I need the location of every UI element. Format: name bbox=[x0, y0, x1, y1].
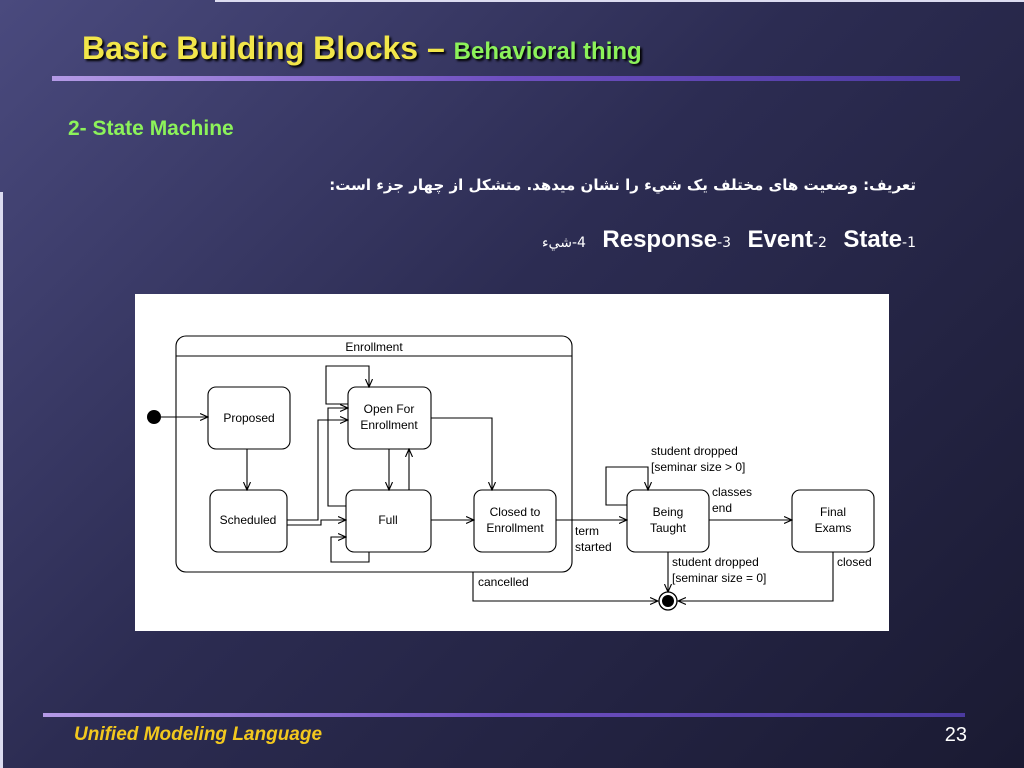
composite-label: Enrollment bbox=[345, 340, 403, 354]
label-full: Full bbox=[378, 513, 397, 527]
component-number: 4- bbox=[571, 235, 586, 251]
label-classes-end-2: end bbox=[712, 501, 732, 515]
page-number: 23 bbox=[944, 724, 967, 746]
label-closed-line2: Enrollment bbox=[486, 521, 544, 535]
top-border-line bbox=[215, 0, 1024, 2]
label-dropped-eq-1: student dropped bbox=[672, 555, 759, 569]
transition-full-self bbox=[330, 537, 370, 563]
definition-text: تعریف: وضعیت های مختلف یک شيء را نشان می… bbox=[329, 176, 916, 194]
component-list: 1-State 2-Event 3-Response 4-شيء bbox=[530, 226, 916, 254]
label-cancelled: cancelled bbox=[478, 575, 529, 589]
label-scheduled: Scheduled bbox=[220, 513, 277, 527]
initial-state-node bbox=[147, 410, 161, 424]
transition-full-to-open-loop bbox=[327, 408, 348, 507]
slide-title-sub: Behavioral thing bbox=[453, 38, 642, 65]
transition-closed bbox=[678, 552, 834, 601]
component-number: 2- bbox=[812, 235, 827, 251]
title-divider bbox=[52, 76, 960, 81]
component-item-event: 2-Event bbox=[748, 226, 827, 254]
component-item-response: 3-Response bbox=[602, 226, 731, 254]
transition-scheduled-open bbox=[287, 420, 348, 521]
diagram-canvas: Enrollment Proposed Scheduled Open For E… bbox=[147, 335, 875, 611]
label-final-line1: Final bbox=[820, 505, 846, 519]
component-number: 3- bbox=[717, 235, 732, 251]
label-dropped-gt-2: [seminar size > 0] bbox=[651, 460, 745, 474]
label-closed: closed bbox=[837, 555, 872, 569]
slide-title-main: Basic Building Blocks – bbox=[82, 30, 454, 66]
component-label: State bbox=[843, 226, 903, 253]
transition-scheduled-full bbox=[287, 520, 346, 526]
enrollment-composite-state bbox=[175, 335, 573, 573]
label-term-started-1: term bbox=[575, 524, 599, 538]
footer-divider bbox=[43, 713, 965, 717]
component-item-state: 1-State bbox=[843, 226, 916, 254]
label-open-line1: Open For bbox=[364, 402, 415, 416]
label-open-line2: Enrollment bbox=[360, 418, 418, 432]
component-label: Response bbox=[602, 226, 718, 253]
label-term-started-2: started bbox=[575, 540, 612, 554]
label-taught-line1: Being bbox=[653, 505, 684, 519]
final-state-core bbox=[662, 595, 674, 607]
label-final-line2: Exams bbox=[815, 521, 852, 535]
label-dropped-gt-1: student dropped bbox=[651, 444, 738, 458]
transition-open-closed bbox=[431, 417, 492, 490]
transition-open-self bbox=[325, 365, 369, 405]
label-proposed: Proposed bbox=[223, 411, 274, 425]
label-dropped-eq-2: [seminar size = 0] bbox=[672, 571, 766, 585]
transition-cancelled bbox=[472, 572, 658, 601]
slide-title: Basic Building Blocks – Behavioral thing bbox=[82, 30, 642, 67]
state-machine-diagram: Enrollment Proposed Scheduled Open For E… bbox=[135, 294, 889, 631]
component-label: Event bbox=[747, 226, 813, 253]
section-heading: 2- State Machine bbox=[68, 117, 234, 140]
transition-dropped-self bbox=[605, 466, 648, 506]
label-classes-end-1: classes bbox=[712, 485, 752, 499]
label-closed-line1: Closed to bbox=[490, 505, 541, 519]
footer-text: Unified Modeling Language bbox=[74, 724, 323, 745]
component-label: شيء bbox=[541, 235, 572, 251]
label-taught-line2: Taught bbox=[650, 521, 687, 535]
left-border-line bbox=[0, 192, 3, 768]
component-item-object: 4-شيء bbox=[542, 235, 586, 251]
component-number: 1- bbox=[902, 235, 916, 251]
